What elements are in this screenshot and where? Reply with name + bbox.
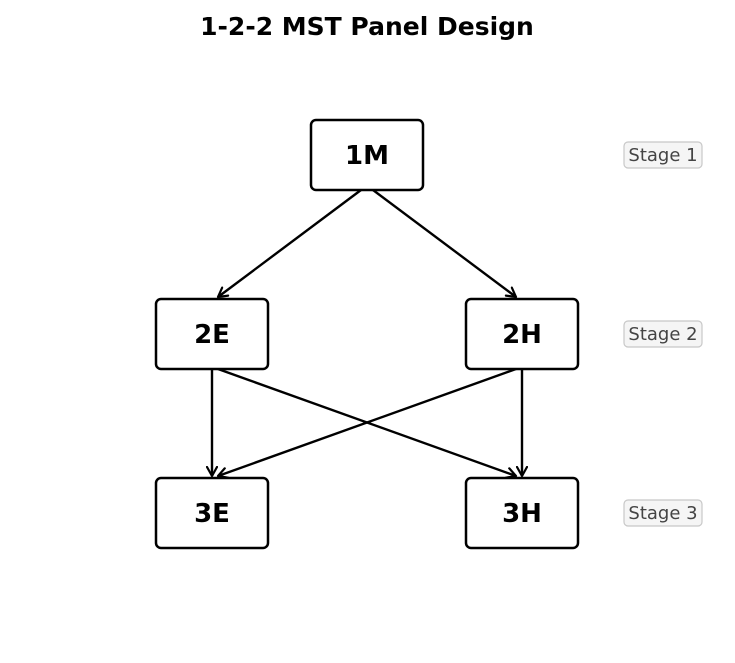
stage-label-box <box>623 499 703 527</box>
stage-labels-layer: Stage 1 Stage 2 Stage 3 <box>623 141 703 527</box>
stage-label-box <box>623 320 703 348</box>
stage-label-text: Stage 3 <box>628 503 697 524</box>
node-label-1M: 1M <box>345 141 389 171</box>
stage-label-text: Stage 1 <box>628 145 697 166</box>
edge-1M-to-2H <box>372 189 516 297</box>
node-box-2H <box>464 297 580 371</box>
stage-label-1: Stage 1 <box>623 141 703 169</box>
node-label-2H: 2H <box>502 320 542 350</box>
node-box-1M <box>309 118 425 192</box>
node-3H: 3H <box>464 476 580 550</box>
node-2E: 2E <box>154 297 270 371</box>
node-2H: 2H <box>464 297 580 371</box>
nodes-layer: 1M 2E 2H 3E 3H <box>154 118 580 550</box>
node-box-3H <box>464 476 580 550</box>
page-title: 1-2-2 MST Panel Design <box>200 12 534 41</box>
node-label-2E: 2E <box>194 320 230 350</box>
stage-label-3: Stage 3 <box>623 499 703 527</box>
edges-layer <box>212 189 522 476</box>
stage-label-text: Stage 2 <box>628 324 697 345</box>
node-label-3H: 3H <box>502 499 542 529</box>
node-box-3E <box>154 476 270 550</box>
edge-2H-to-3E <box>218 367 517 476</box>
edge-1M-to-2E <box>218 189 362 297</box>
stage-label-2: Stage 2 <box>623 320 703 348</box>
node-1M: 1M <box>309 118 425 192</box>
node-label-3E: 3E <box>194 499 230 529</box>
stage-label-box <box>623 141 703 169</box>
node-box-2E <box>154 297 270 371</box>
node-3E: 3E <box>154 476 270 550</box>
